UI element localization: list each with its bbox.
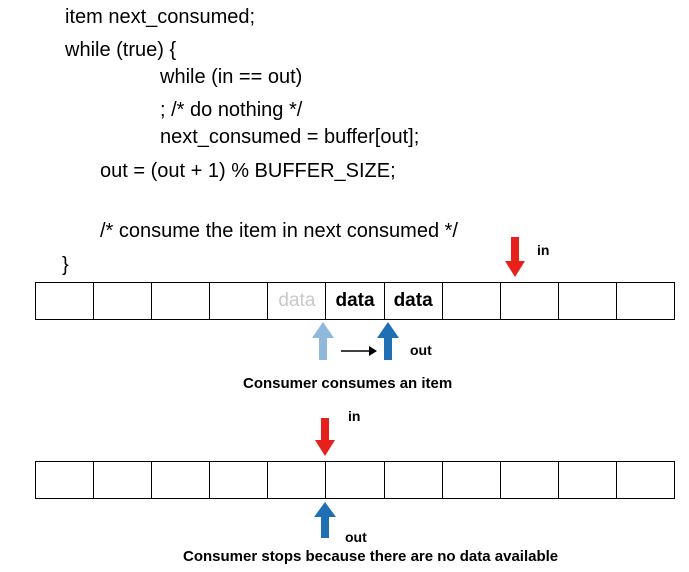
out-label-2: out <box>345 529 367 545</box>
in-label-2: in <box>348 408 361 424</box>
buffer-cell <box>94 462 153 498</box>
move-arrow-icon <box>341 346 377 356</box>
buffer-cell <box>443 462 501 498</box>
buffer-cell <box>326 462 385 498</box>
buffer-cell <box>617 462 676 498</box>
caption-consumes: Consumer consumes an item <box>243 375 453 392</box>
buffer-cell: data <box>385 283 443 319</box>
buffer-cell-consumed: data <box>268 283 327 319</box>
buffer-cell <box>443 283 501 319</box>
buffer-cell <box>210 283 269 319</box>
buffer-cell <box>152 283 211 319</box>
buffer-cell <box>385 462 443 498</box>
caption-stops: Consumer stops because there are no data… <box>183 548 559 565</box>
code-line-8: } <box>62 254 69 276</box>
out-arrow-icon-2 <box>314 502 336 538</box>
old-out-arrow-icon <box>312 322 334 360</box>
buffer-cell <box>559 462 617 498</box>
buffer-cell <box>94 283 153 319</box>
buffer-cell <box>617 283 676 319</box>
code-line-5: next_consumed = buffer[out]; <box>160 126 420 148</box>
in-arrow-icon-2 <box>315 418 335 456</box>
out-arrow-icon <box>377 322 399 360</box>
in-arrow-icon <box>505 237 525 277</box>
code-line-3: while (in == out) <box>160 66 303 88</box>
buffer-before: data data data <box>35 282 676 320</box>
buffer-cell <box>210 462 269 498</box>
buffer-after <box>35 461 676 499</box>
buffer-cell: data <box>326 283 385 319</box>
code-line-4: ; /* do nothing */ <box>160 99 303 121</box>
code-line-7: /* consume the item in next consumed */ <box>100 220 458 242</box>
buffer-cell <box>36 283 95 319</box>
out-label: out <box>410 342 432 358</box>
buffer-cell <box>152 462 211 498</box>
code-line-2: while (true) { <box>65 39 177 61</box>
in-label: in <box>537 242 550 258</box>
code-line-6: out = (out + 1) % BUFFER_SIZE; <box>100 160 396 182</box>
buffer-cell <box>559 283 617 319</box>
buffer-cell <box>36 462 95 498</box>
buffer-cell <box>268 462 327 498</box>
code-line-1: item next_consumed; <box>65 6 256 28</box>
buffer-cell <box>501 462 559 498</box>
buffer-cell <box>501 283 559 319</box>
